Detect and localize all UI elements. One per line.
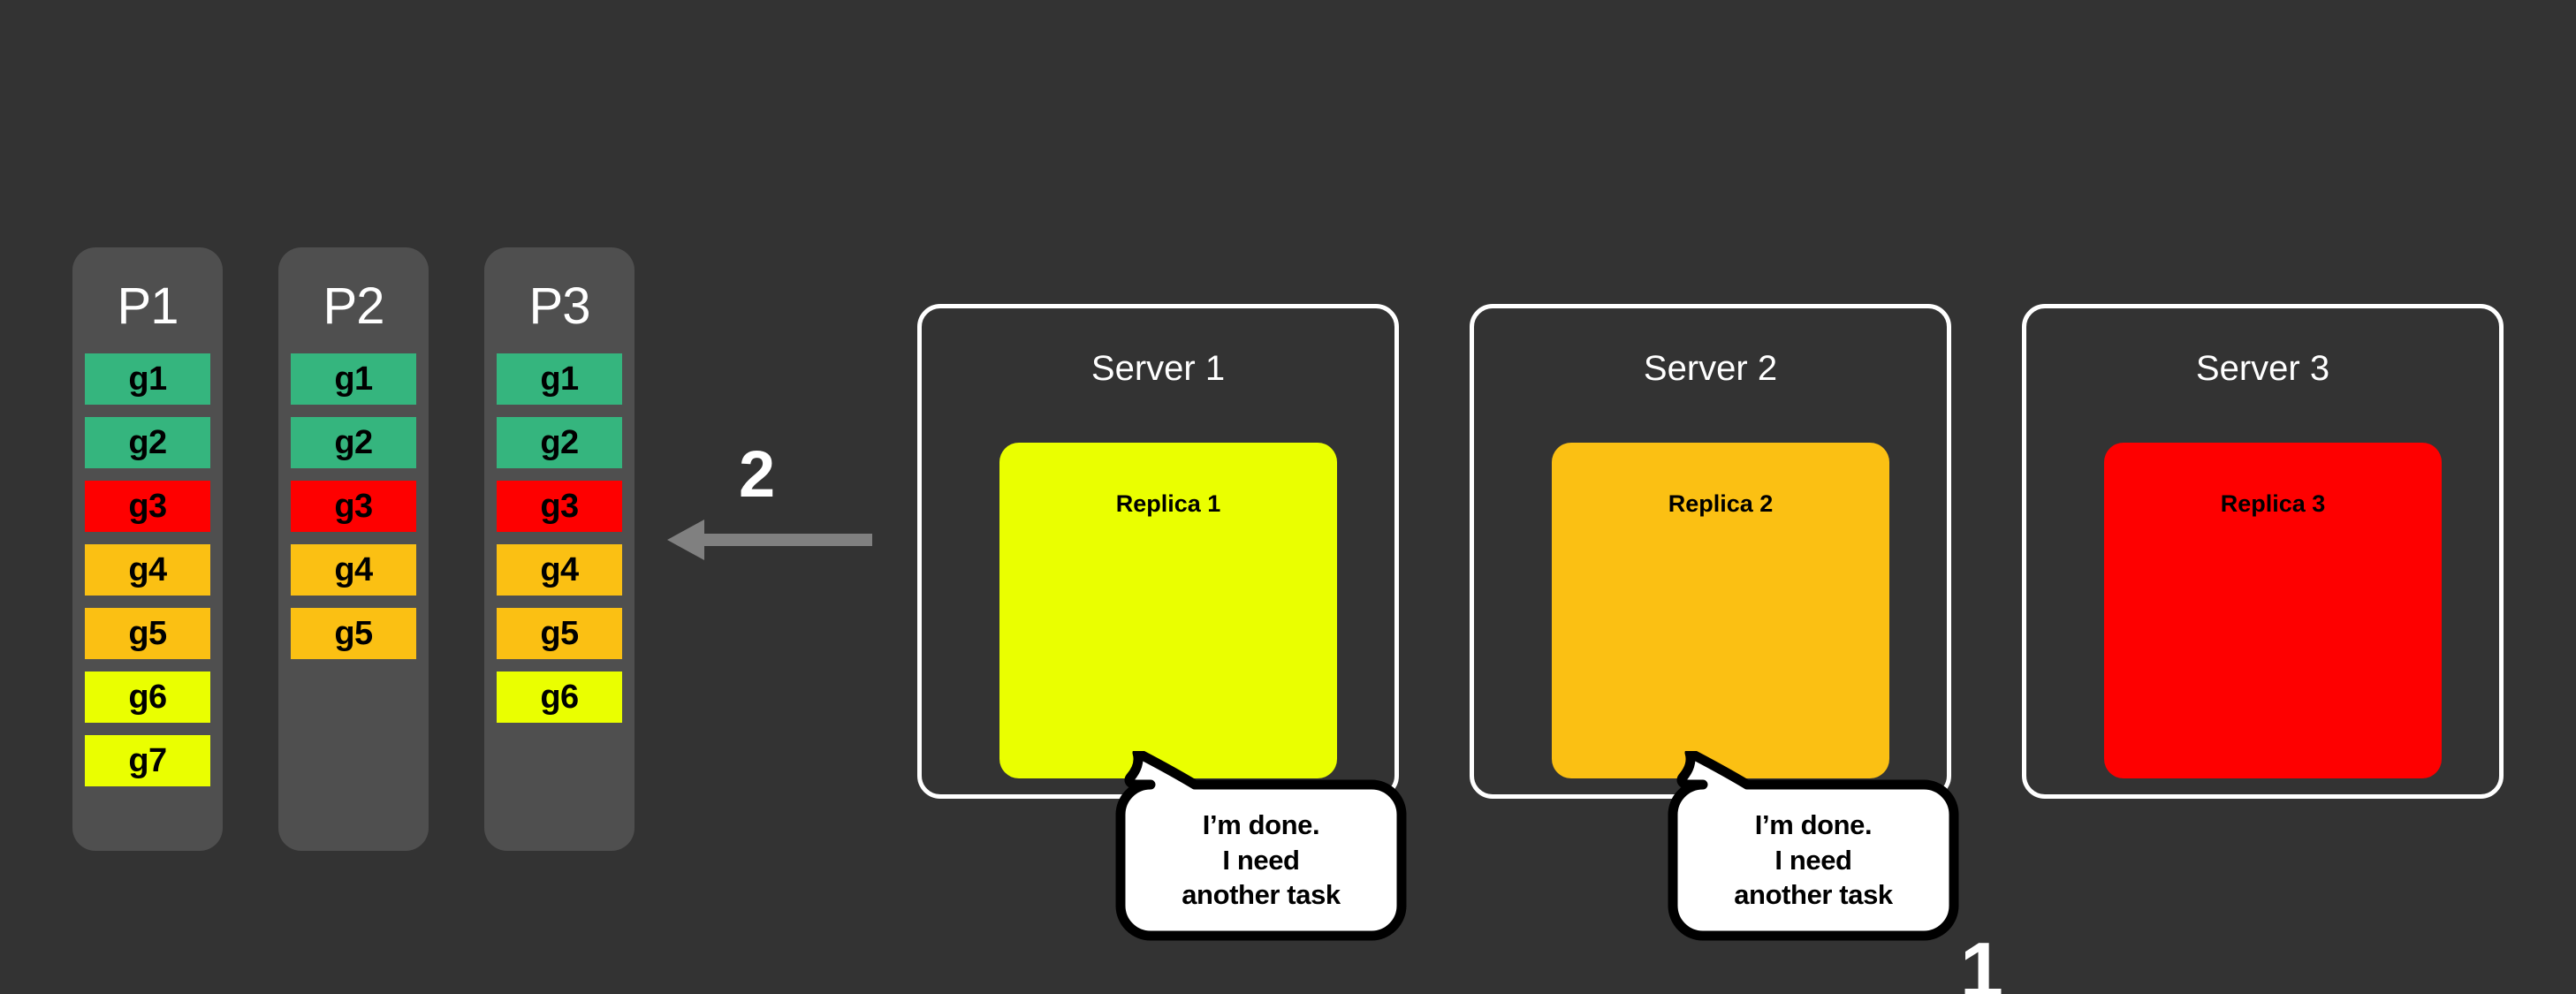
replica-label-3: Replica 3 xyxy=(2220,490,2326,517)
server-card-server-2: Server 2 Replica 2 xyxy=(1470,304,1951,799)
replica-label-1: Replica 1 xyxy=(1115,490,1221,517)
left-arrow-icon xyxy=(667,520,872,560)
partition-column-p1: P1 g1 g2 g3 g4 g5 g6 g7 xyxy=(72,247,223,851)
partition-block-p1-g6: g6 xyxy=(85,672,210,723)
server-title-1: Server 1 xyxy=(1090,349,1226,388)
partition-title-p3: P3 xyxy=(528,277,591,335)
replica-box-2: Replica 2 xyxy=(1552,443,1889,778)
partition-column-p3: P3 g1 g2 g3 g4 g5 g6 xyxy=(484,247,635,851)
partition-block-stack-p2: g1 g2 g3 g4 g5 xyxy=(278,353,429,659)
partition-block-p3-g4: g4 xyxy=(497,544,622,596)
speech-bubble-shape-icon xyxy=(1115,751,1407,941)
partition-block-p1-g3: g3 xyxy=(85,481,210,532)
server-card-server-3: Server 3 Replica 3 xyxy=(2022,304,2504,799)
partition-block-p1-g7: g7 xyxy=(85,735,210,786)
partition-block-p3-g1: g1 xyxy=(497,353,622,405)
bubble-line-3: another task xyxy=(1182,879,1341,911)
partition-block-p1-g4: g4 xyxy=(85,544,210,596)
partition-block-p3-g6: g6 xyxy=(497,672,622,723)
step-number-1: 1 xyxy=(1960,926,2003,994)
bubble-line-1: I’m done. xyxy=(1202,809,1320,840)
partition-block-stack-p1: g1 g2 g3 g4 g5 g6 g7 xyxy=(72,353,223,786)
speech-bubble-server-1: I’m done. I need another task xyxy=(1115,751,1407,941)
partition-block-p3-g2: g2 xyxy=(497,417,622,468)
partition-column-p2: P2 g1 g2 g3 g4 g5 xyxy=(278,247,429,851)
replica-box-3: Replica 3 xyxy=(2104,443,2442,778)
server-title-3: Server 3 xyxy=(2195,349,2330,388)
partition-block-p2-g5: g5 xyxy=(291,608,416,659)
partition-block-stack-p3: g1 g2 g3 g4 g5 g6 xyxy=(484,353,635,723)
bubble-line-1: I’m done. xyxy=(1754,809,1873,840)
partition-block-p1-g1: g1 xyxy=(85,353,210,405)
speech-bubble-text-2: I’m done. I need another task xyxy=(1668,808,1959,913)
bubble-line-2: I need xyxy=(1222,844,1300,876)
replica-label-2: Replica 2 xyxy=(1668,490,1774,517)
partition-block-p2-g3: g3 xyxy=(291,481,416,532)
bubble-line-3: another task xyxy=(1734,879,1893,911)
replica-box-1: Replica 1 xyxy=(999,443,1337,778)
partition-block-p1-g5: g5 xyxy=(85,608,210,659)
partition-block-p3-g3: g3 xyxy=(497,481,622,532)
server-title-2: Server 2 xyxy=(1643,349,1778,388)
speech-bubble-text-1: I’m done. I need another task xyxy=(1115,808,1407,913)
partition-block-p2-g4: g4 xyxy=(291,544,416,596)
partition-block-p2-g2: g2 xyxy=(291,417,416,468)
partition-block-p3-g5: g5 xyxy=(497,608,622,659)
server-card-server-1: Server 1 Replica 1 xyxy=(917,304,1399,799)
partition-title-p2: P2 xyxy=(323,277,385,335)
speech-bubble-server-2: I’m done. I need another task xyxy=(1668,751,1959,941)
speech-bubble-shape-icon xyxy=(1668,751,1959,941)
partition-block-p1-g2: g2 xyxy=(85,417,210,468)
partition-title-p1: P1 xyxy=(117,277,179,335)
step-number-2: 2 xyxy=(739,437,776,511)
bubble-line-2: I need xyxy=(1774,844,1852,876)
partition-block-p2-g1: g1 xyxy=(291,353,416,405)
